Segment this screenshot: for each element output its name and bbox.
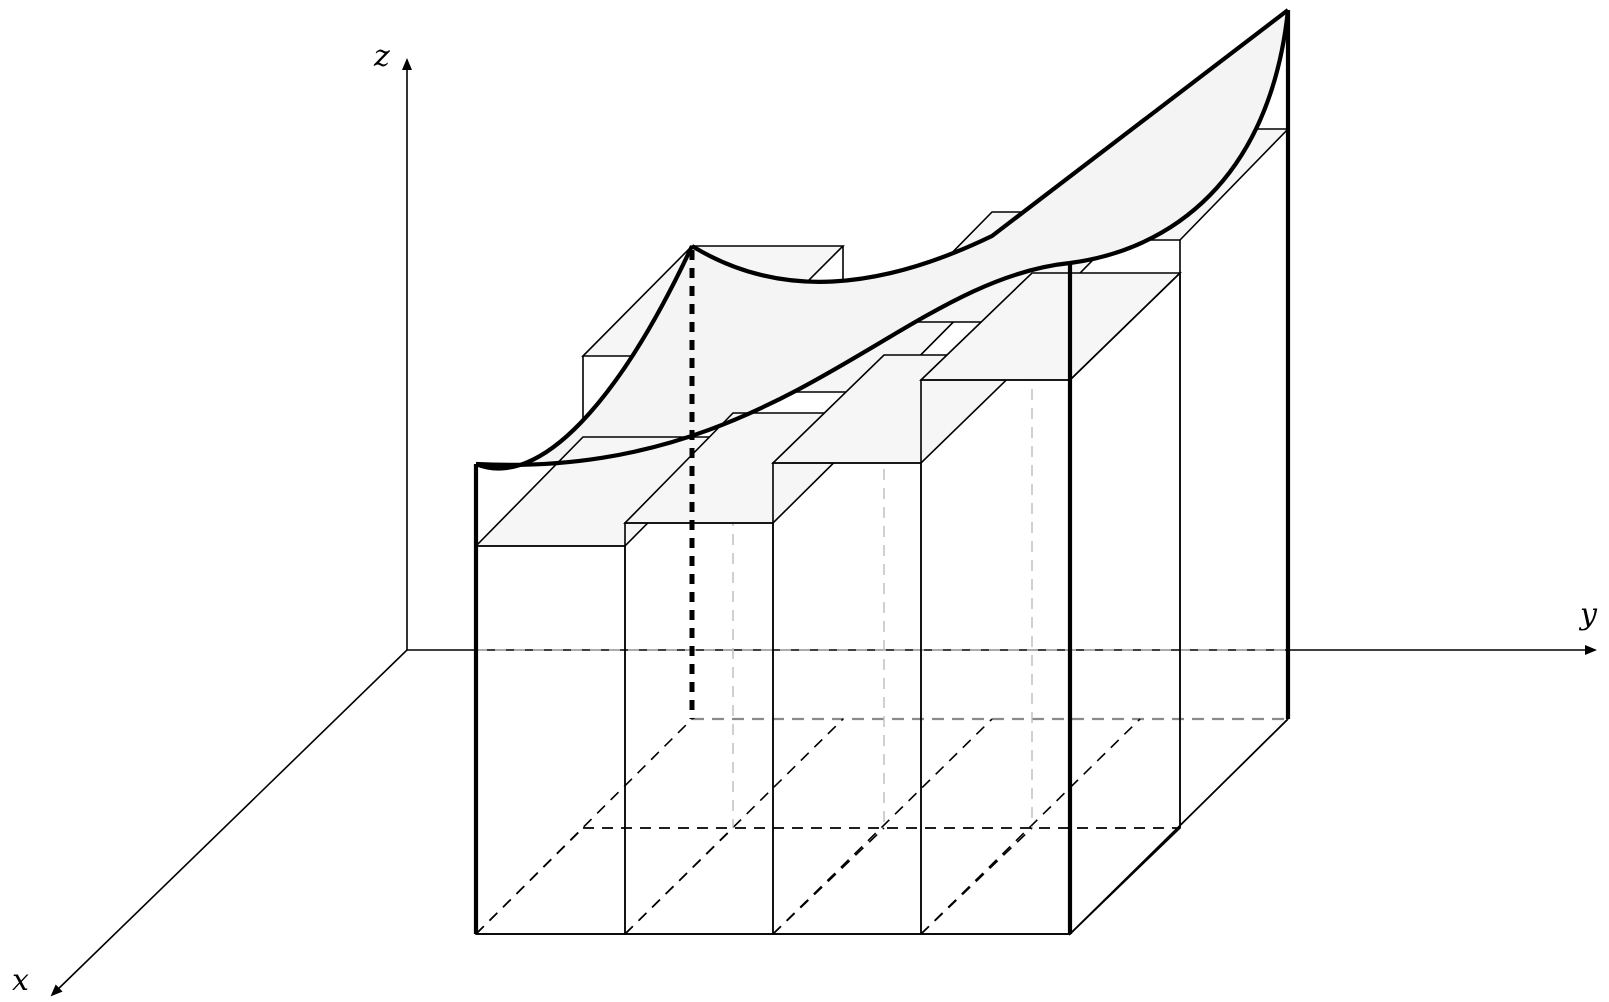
- front-base-dashes: [475, 718, 1289, 935]
- function-surface: [476, 10, 1288, 469]
- x-axis-label: x: [12, 963, 29, 998]
- surface-outline: [473, 8, 1291, 934]
- base-grid: [475, 649, 1289, 935]
- y-axis-label: y: [1578, 597, 1598, 632]
- z-axis-label: z: [373, 39, 390, 74]
- x-axis: [50, 649, 408, 997]
- axes: z y x: [12, 39, 1598, 998]
